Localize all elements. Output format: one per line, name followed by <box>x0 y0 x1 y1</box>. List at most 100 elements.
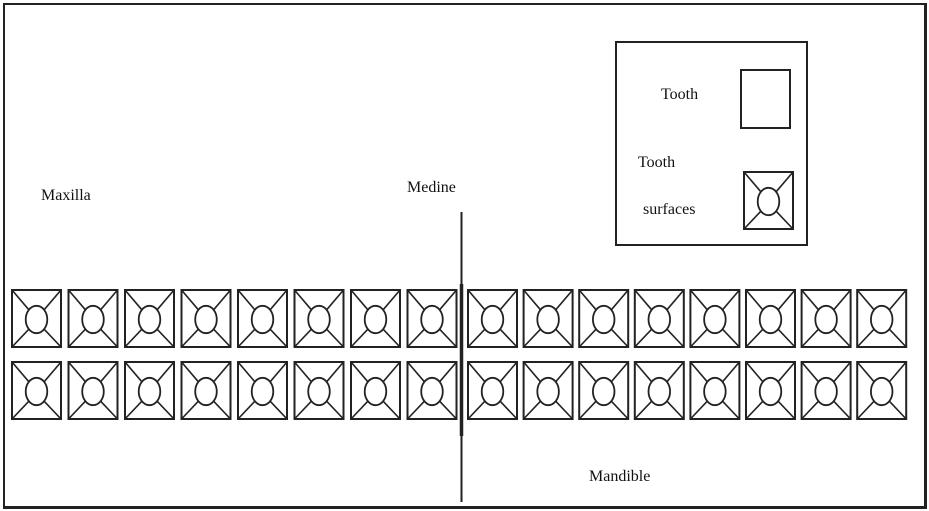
surface-divider <box>180 289 199 311</box>
surface-divider <box>213 361 232 383</box>
surface-divider <box>522 361 542 383</box>
surface-divider <box>745 289 764 311</box>
surface-divider <box>800 361 820 383</box>
surface-divider <box>406 400 425 420</box>
occlusal-surface <box>24 376 49 407</box>
surface-divider <box>293 361 312 383</box>
surface-divider <box>439 289 458 311</box>
surface-divider <box>11 328 30 348</box>
surface-divider <box>801 400 820 420</box>
mandible-right-tooth-5 <box>689 361 741 420</box>
maxilla-right-tooth-2 <box>522 289 574 348</box>
surface-divider <box>67 328 86 348</box>
surface-divider <box>610 289 629 311</box>
surface-divider <box>350 289 369 311</box>
medine-label: Medine <box>407 179 456 196</box>
surface-divider <box>666 400 685 420</box>
mandible-left-tooth-3 <box>124 361 175 420</box>
occlusal-surface <box>756 186 781 217</box>
surface-divider <box>382 289 401 311</box>
surface-divider <box>499 361 518 383</box>
surface-divider <box>43 400 62 420</box>
legend-surfaces-label-line1: Tooth <box>638 154 676 171</box>
surface-divider <box>578 400 597 420</box>
occlusal-surface <box>480 376 505 407</box>
surface-divider <box>634 328 653 348</box>
surface-divider <box>888 289 907 311</box>
surface-divider <box>721 361 741 383</box>
surface-divider <box>888 361 907 383</box>
maxilla-left-tooth-1 <box>11 289 62 348</box>
surface-divider <box>888 400 907 420</box>
surface-divider <box>124 328 143 348</box>
surface-divider <box>11 400 30 420</box>
surface-divider <box>100 289 119 311</box>
surface-divider <box>833 400 852 420</box>
occlusal-surface <box>81 376 105 407</box>
surface-divider <box>269 289 288 311</box>
surface-divider <box>689 361 708 383</box>
maxilla-left-tooth-7 <box>350 289 401 348</box>
maxilla-right-tooth-3 <box>578 289 630 348</box>
surface-divider <box>721 400 740 420</box>
surface-divider <box>721 289 741 311</box>
surface-divider <box>578 328 597 348</box>
surface-divider <box>156 289 175 311</box>
surface-divider <box>555 361 574 383</box>
surface-divider <box>856 361 875 383</box>
surface-divider <box>499 328 518 348</box>
mandible-left-tooth-8 <box>406 361 458 420</box>
surface-divider <box>237 361 256 383</box>
surface-divider <box>406 328 425 348</box>
surface-divider <box>467 328 486 348</box>
surface-divider <box>156 328 175 348</box>
occlusal-surface <box>870 376 894 407</box>
occlusal-surface <box>814 304 838 335</box>
occlusal-surface <box>363 304 388 335</box>
occlusal-surface <box>592 376 616 407</box>
maxilla-left-tooth-6 <box>293 289 345 348</box>
occlusal-surface <box>420 376 444 407</box>
occlusal-surface <box>363 376 388 407</box>
surface-divider <box>775 210 794 230</box>
maxilla-label: Maxilla <box>41 187 91 204</box>
surface-divider <box>499 400 518 420</box>
surface-divider <box>578 289 597 311</box>
surface-divider <box>467 400 486 420</box>
surface-divider <box>382 361 401 383</box>
surface-divider <box>610 328 629 348</box>
surface-divider <box>237 328 256 348</box>
surface-divider <box>578 361 597 383</box>
legend-tooth-label: Tooth <box>661 86 699 103</box>
occlusal-surface <box>703 304 727 335</box>
maxilla-right-tooth-1 <box>467 289 518 348</box>
occlusal-surface <box>758 304 783 335</box>
mandible-left-tooth-5 <box>237 361 288 420</box>
surface-divider <box>180 328 199 348</box>
surface-divider <box>100 361 119 383</box>
surface-divider <box>634 400 653 420</box>
maxilla-right-tooth-6 <box>745 289 796 348</box>
surface-divider <box>350 361 369 383</box>
surface-divider <box>721 328 740 348</box>
surface-divider <box>777 289 796 311</box>
mandible-right-tooth-2 <box>522 361 574 420</box>
surface-divider <box>745 328 764 348</box>
surface-divider <box>634 289 653 311</box>
surface-divider <box>833 361 852 383</box>
surface-divider <box>213 328 232 348</box>
surface-divider <box>67 289 86 311</box>
surface-divider <box>406 361 425 383</box>
occlusal-surface <box>480 304 505 335</box>
surface-divider <box>555 328 574 348</box>
mandible-left-tooth-2 <box>67 361 119 420</box>
surface-divider <box>269 328 288 348</box>
surface-divider <box>293 328 312 348</box>
surface-divider <box>326 361 345 383</box>
surface-divider <box>743 171 762 193</box>
occlusal-surface <box>870 304 894 335</box>
surface-divider <box>67 400 86 420</box>
surface-divider <box>293 400 312 420</box>
surface-divider <box>467 289 486 311</box>
occlusal-surface <box>703 376 727 407</box>
